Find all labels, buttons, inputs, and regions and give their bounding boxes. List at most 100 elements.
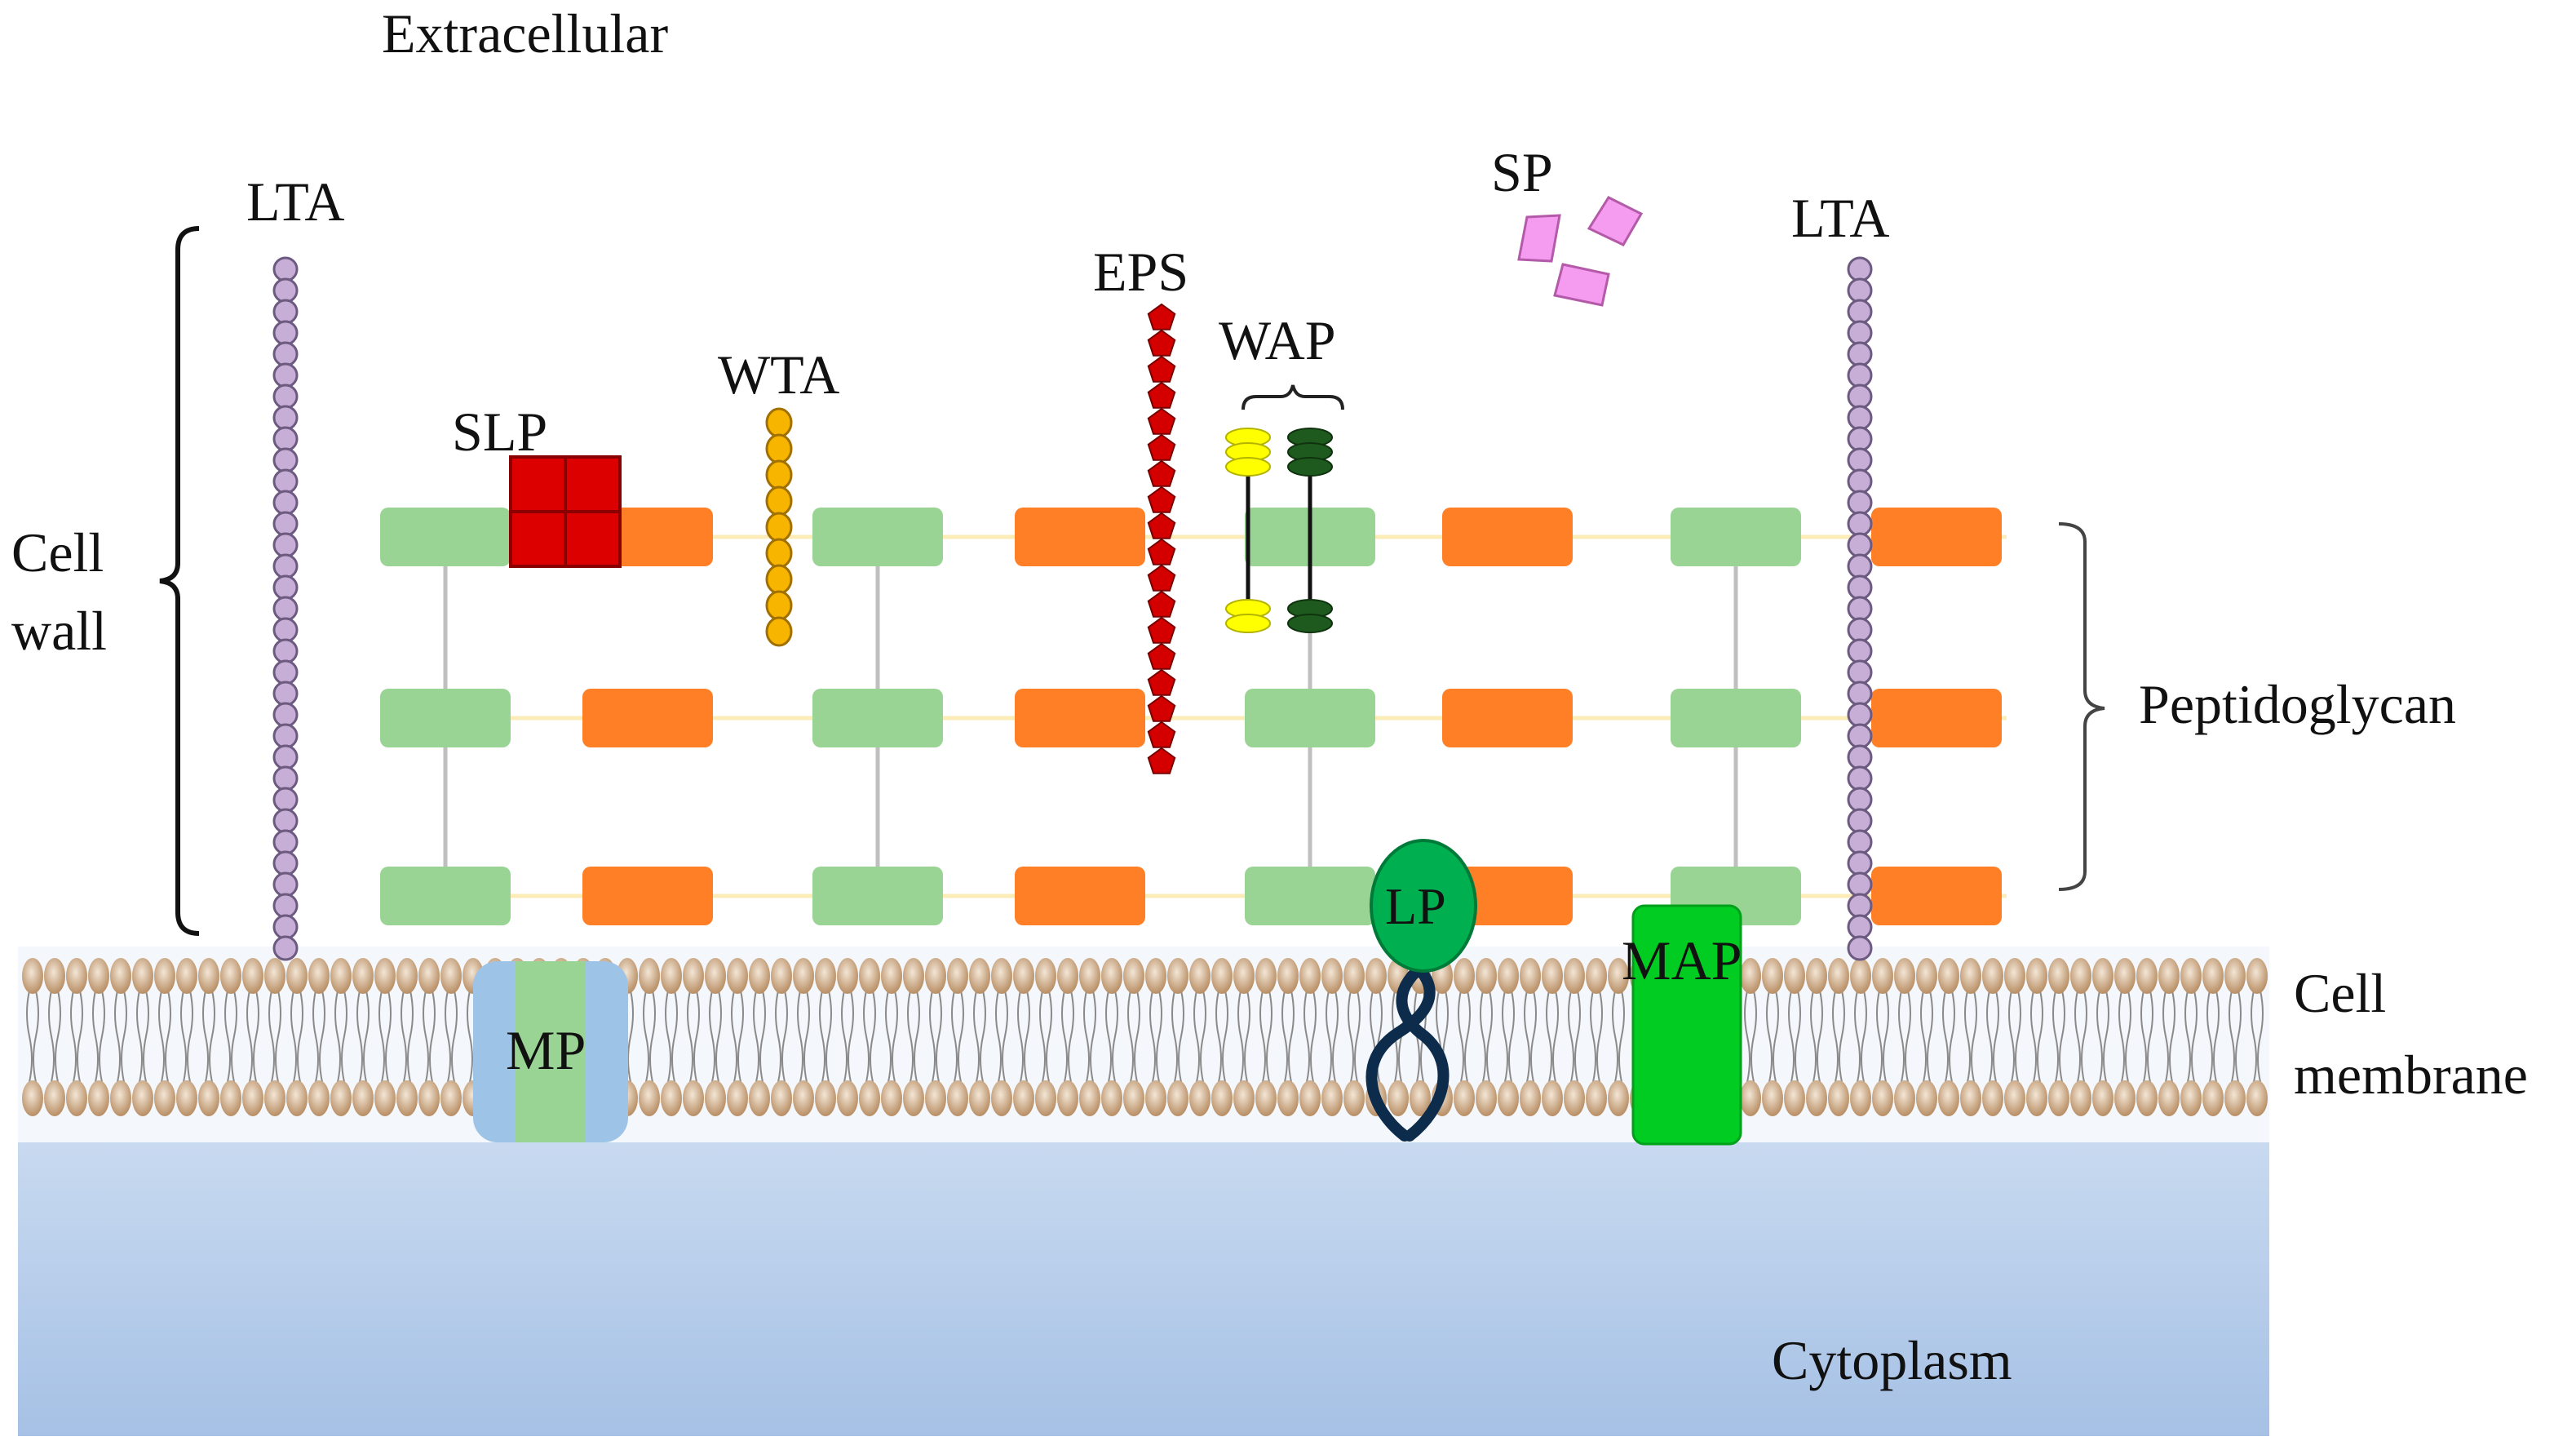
lipid-tail xyxy=(1839,990,1845,1083)
lipid-head xyxy=(925,958,946,994)
lipid-head xyxy=(1520,1080,1541,1116)
lipid-head xyxy=(1123,958,1144,994)
lta-bead xyxy=(1847,553,1873,579)
lipid-head xyxy=(1299,1080,1321,1116)
lta-bead xyxy=(272,341,299,367)
lipid-head xyxy=(1167,958,1188,994)
lipid-tail xyxy=(55,990,61,1083)
lipid-head xyxy=(440,1080,462,1116)
lipid-tail xyxy=(781,990,788,1083)
lta-bead xyxy=(272,490,299,516)
lipid-tail xyxy=(797,990,803,1083)
sp-label: SP xyxy=(1491,141,1553,203)
lta-bead xyxy=(272,914,299,940)
lta-bead xyxy=(1847,320,1873,346)
lipid-head xyxy=(991,958,1012,994)
lta-left-chain xyxy=(272,256,299,961)
lipid-tail xyxy=(958,990,964,1083)
lp-protein xyxy=(1365,839,1477,1142)
lipid-head xyxy=(22,958,43,994)
peptide-block xyxy=(582,867,713,925)
lipid-tail xyxy=(951,990,958,1083)
lipid-tail xyxy=(2059,990,2065,1083)
lipid-tail xyxy=(92,990,99,1083)
lta-bead xyxy=(1847,787,1873,813)
lta-bead xyxy=(1847,447,1873,473)
lta-bead xyxy=(272,935,299,961)
lipid-head xyxy=(749,1080,770,1116)
lipid-head xyxy=(2202,958,2224,994)
lipid-tail xyxy=(1817,990,1823,1083)
lta-bead xyxy=(1847,256,1873,282)
lipid-tail xyxy=(627,990,634,1083)
lipid-tail xyxy=(1222,990,1228,1083)
lipid-head xyxy=(1343,1080,1365,1116)
lipid-tail xyxy=(2081,990,2087,1083)
lipid-tail xyxy=(1332,990,1339,1083)
lipid-head xyxy=(1123,1080,1144,1116)
lipid-tail xyxy=(995,990,1002,1083)
wap-domain xyxy=(1287,614,1333,633)
peptide-block xyxy=(1871,689,2002,747)
lipid-head xyxy=(1101,958,1122,994)
lipid-tail xyxy=(121,990,127,1083)
lipid-head xyxy=(1454,958,1475,994)
lipid-head xyxy=(683,1080,704,1116)
lipid-head xyxy=(815,958,836,994)
lipid-head xyxy=(1365,958,1387,994)
lipid-head xyxy=(1498,1080,1519,1116)
lipid-head xyxy=(88,958,109,994)
lipid-tail xyxy=(973,990,980,1083)
lipid-head xyxy=(947,958,968,994)
lipid-tail xyxy=(451,990,458,1083)
lipid-head xyxy=(1035,958,1056,994)
lipid-head xyxy=(1498,958,1519,994)
lipid-head xyxy=(793,1080,814,1116)
glycan-block xyxy=(812,508,943,566)
lipid-head xyxy=(1233,1080,1255,1116)
eps-monomer xyxy=(1147,590,1176,618)
eps-chain xyxy=(1147,303,1176,774)
lipid-head xyxy=(330,1080,352,1116)
lipid-head xyxy=(396,958,418,994)
lta-bead xyxy=(1847,871,1873,898)
lipid-tail xyxy=(1530,990,1537,1083)
peptidoglycan-label: Peptidoglycan xyxy=(2139,673,2456,735)
lipid-head xyxy=(1145,958,1166,994)
lipid-head xyxy=(1938,1080,1959,1116)
lipid-tail xyxy=(407,990,414,1083)
lta-bead xyxy=(1847,341,1873,367)
lipid-tail xyxy=(1949,990,1955,1083)
lipid-tail xyxy=(715,990,722,1083)
lipid-tail xyxy=(1090,990,1096,1083)
peptide-block xyxy=(1442,689,1573,747)
eps-monomer xyxy=(1147,329,1176,357)
lipid-tail xyxy=(841,990,848,1083)
eps-label: EPS xyxy=(1093,241,1188,303)
lipid-head xyxy=(1057,958,1078,994)
lipid-head xyxy=(2004,958,2025,994)
lipid-head xyxy=(969,1080,990,1116)
lipid-head xyxy=(2026,958,2047,994)
eps-monomer xyxy=(1147,381,1176,409)
lipid-head xyxy=(1894,958,1915,994)
lipid-tail xyxy=(1024,990,1030,1083)
lta-bead xyxy=(272,659,299,685)
lipid-head xyxy=(1806,958,1827,994)
lipid-tail xyxy=(2008,990,2015,1083)
lipid-head xyxy=(1542,958,1563,994)
lipid-head xyxy=(1520,958,1541,994)
lipid-tail xyxy=(1920,990,1927,1083)
lta-bead xyxy=(1847,744,1873,770)
lipid-tail xyxy=(1464,990,1471,1083)
lipid-head xyxy=(991,1080,1012,1116)
map-label: MAP xyxy=(1622,929,1742,991)
lipid-head xyxy=(1564,958,1585,994)
lipid-head xyxy=(925,1080,946,1116)
lipid-tail xyxy=(2074,990,2081,1083)
lipid-head xyxy=(705,1080,726,1116)
lipid-head xyxy=(176,1080,197,1116)
lipid-tail xyxy=(687,990,693,1083)
wta-chain xyxy=(765,407,793,647)
lipid-tail xyxy=(1310,990,1317,1083)
